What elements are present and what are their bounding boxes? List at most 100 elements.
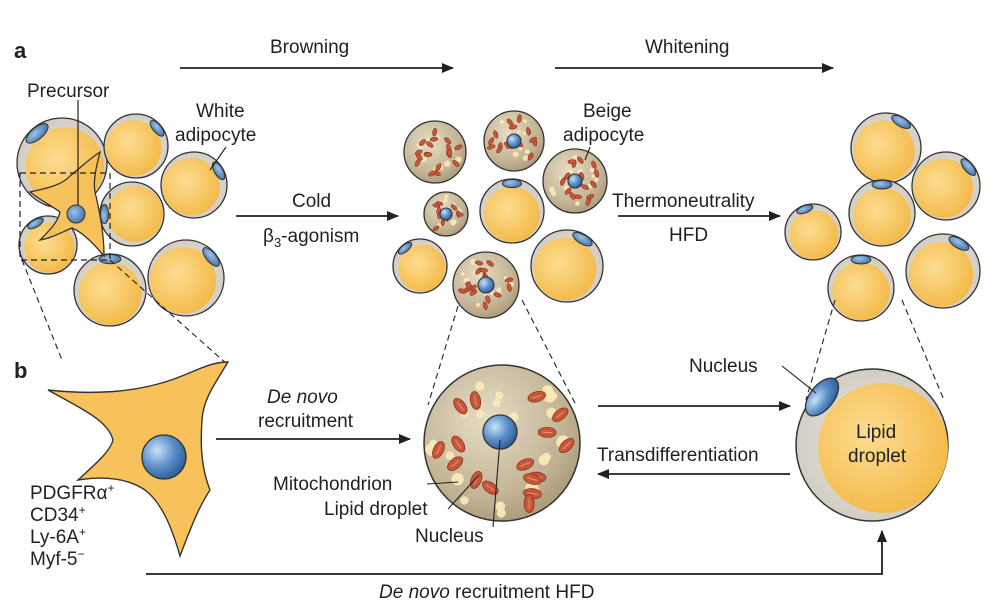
whitened-cell-3 (848, 179, 916, 247)
browning-label: Browning (270, 37, 349, 58)
zoom-line-mid-1 (427, 305, 459, 406)
precursor-nucleus-small (66, 204, 86, 224)
beige-nucleus-large (482, 414, 518, 450)
white-cell-2 (103, 113, 169, 179)
lipid-droplet-small (496, 508, 506, 518)
white-cell-8 (479, 178, 545, 244)
whitened-cell-4-nucleus (796, 204, 814, 215)
whitened-adipocyte-cluster (784, 112, 981, 322)
panel-label-a: a (14, 38, 27, 63)
whitened-cell-3-nucleus (871, 179, 893, 190)
beige-adipocyte-cluster (392, 110, 608, 319)
zoom-line-right-2 (901, 299, 945, 401)
white-adipocyte-leader (209, 146, 227, 171)
whitened-cell-2-nucleus (960, 158, 977, 177)
white-cell-7 (147, 239, 225, 317)
whitened-cell-6 (827, 254, 895, 322)
de-novo-label: De novo (267, 387, 338, 408)
beige-cell-2 (483, 110, 545, 172)
mitochondrion (447, 456, 464, 471)
mitochondrion (453, 397, 468, 415)
nucleus-bottom-leader (492, 439, 501, 528)
beta-agonism-label: β3-agonism (263, 226, 359, 250)
white-cell-1-nucleus (25, 123, 49, 144)
lipid-droplet-label: Lipid droplet (324, 499, 428, 520)
lipid-droplet-small (475, 381, 485, 391)
recruitment-label: recruitment (258, 411, 354, 432)
white-cell-4-nucleus (99, 203, 110, 225)
mitochondrion-label: Mitochondrion (273, 474, 392, 495)
lipid-droplet-small (495, 391, 504, 400)
mitochondrion (558, 437, 575, 454)
white-cell-6 (73, 253, 147, 327)
lipid-droplet-small (538, 454, 550, 466)
whitened-cell-1-nucleus (891, 114, 911, 129)
white-cell-7-nucleus (202, 247, 220, 267)
precursor-label: Precursor (27, 81, 110, 102)
panel-label-b: b (14, 358, 27, 383)
lipid-droplet-large (818, 383, 948, 513)
lipid-label-1: Lipid (856, 422, 896, 443)
white-adipocyte-cluster (16, 113, 228, 327)
bottom-recruitment-arrow (146, 530, 887, 575)
lipid-label-2: droplet (848, 446, 907, 467)
mitochondrion (523, 494, 535, 513)
white-cell-9-nucleus (397, 241, 413, 255)
beige-cell-1 (403, 120, 467, 184)
beige-adipocyte-label-2: adipocyte (563, 125, 644, 146)
marker-list: PDGFRα+CD34+Ly-6A+Myf-5− (30, 481, 115, 570)
mitochondrion (469, 391, 482, 410)
lipid-droplet-small (460, 496, 469, 505)
white-adipocyte-label-2: adipocyte (175, 125, 256, 146)
mitochondrion-leader (426, 481, 459, 485)
marker-ly6a: Ly-6A+ (30, 525, 86, 548)
lipid-droplet-small (550, 392, 558, 400)
whitened-cell-6-nucleus (850, 254, 872, 265)
whitened-cell-4 (784, 203, 842, 261)
mitochondrion (482, 480, 499, 495)
lipid-droplet-small (476, 409, 485, 419)
white-cell-10 (530, 229, 604, 303)
mitochondrion (451, 435, 466, 453)
white-cell-3-nucleus (211, 161, 226, 181)
white-adipocyte-label-1: White (196, 101, 245, 122)
lipid-droplet-small (495, 501, 506, 512)
whitening-label: Whitening (645, 37, 730, 58)
white-cell-8-nucleus (501, 178, 523, 189)
mitochondrion (516, 458, 535, 471)
thermoneutrality-label: Thermoneutrality (612, 191, 755, 212)
mitochondrion (432, 441, 445, 459)
whitened-cell-5 (905, 233, 981, 309)
whitened-cell-5-nucleus (948, 236, 970, 251)
zoom-line-left-1 (21, 259, 63, 361)
lipid-droplet-small (492, 398, 501, 408)
mitochondrion (552, 407, 569, 422)
lipid-droplet-small (445, 451, 455, 460)
lipid-droplet-small (451, 472, 464, 486)
whitened-cell-2 (911, 151, 981, 221)
beige-cell-5 (452, 251, 520, 319)
zoom-line-left-2 (109, 259, 229, 366)
beige-cell-3 (542, 148, 608, 214)
marker-pdgfr: PDGFRα+ (30, 481, 115, 504)
white-cell-5-nucleus (27, 217, 44, 230)
beige-adipocyte-leader (584, 146, 591, 161)
white-cell-2-nucleus (149, 119, 165, 137)
nucleus-right-label: Nucleus (689, 356, 758, 377)
marker-cd34: CD34+ (30, 503, 86, 526)
nucleus-right-leader (781, 365, 817, 394)
nucleus-bottom-label: Nucleus (415, 526, 484, 547)
hfd-label: HFD (669, 225, 708, 246)
beige-cell-4 (423, 191, 469, 237)
white-cell-4 (99, 181, 165, 247)
cold-label: Cold (292, 191, 331, 212)
mitochondrion (537, 426, 557, 438)
whitened-cell-1 (850, 112, 922, 184)
precursor-nucleus-large (141, 434, 187, 480)
precursor-cell-large (47, 361, 230, 559)
mitochondrion (523, 473, 542, 485)
mitochondrion (527, 390, 546, 403)
white-cell-10-nucleus (572, 231, 593, 247)
lipid-droplet-leader (447, 474, 480, 510)
white-cell-9 (392, 238, 448, 294)
